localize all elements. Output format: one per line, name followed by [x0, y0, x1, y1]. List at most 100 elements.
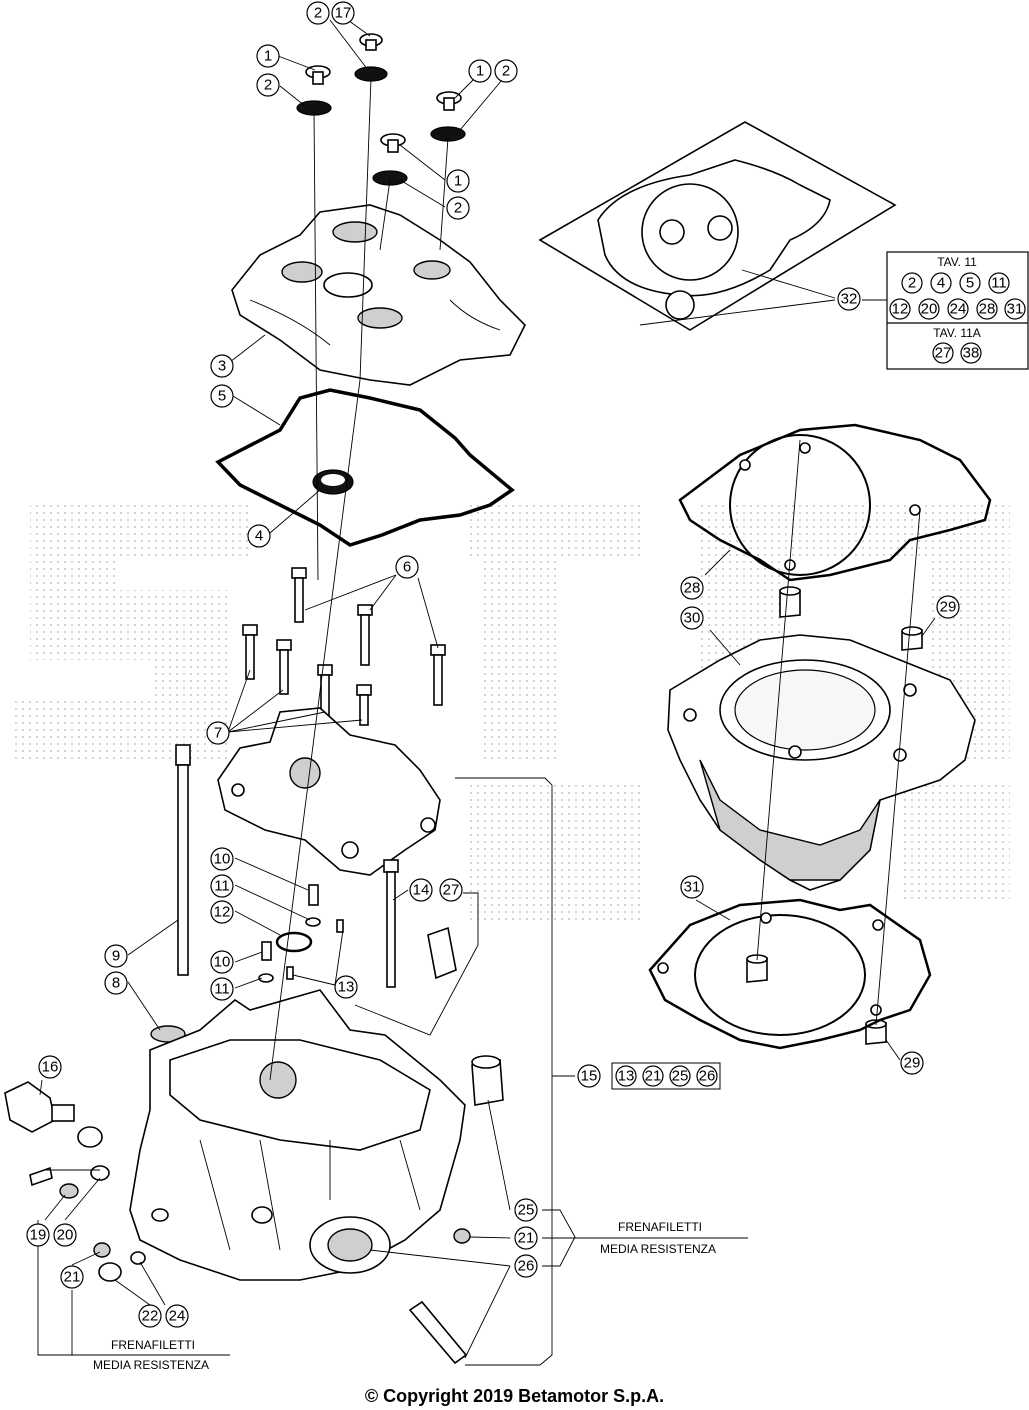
svg-text:28: 28: [684, 580, 701, 597]
svg-text:1: 1: [454, 173, 462, 190]
svg-text:2: 2: [454, 200, 462, 217]
svg-text:21: 21: [64, 1269, 81, 1286]
svg-text:2: 2: [264, 77, 272, 94]
svg-text:2: 2: [908, 275, 916, 292]
callout: 12: [210, 900, 234, 924]
callout: 1: [446, 169, 470, 193]
svg-text:5: 5: [966, 275, 974, 292]
ref-callout: 12: [889, 298, 911, 320]
reference-box-content: TAV. 11 2 4 5 11 12 20 24 28 31 27 38 TA…: [889, 255, 1026, 364]
kit-box: 13 21 25 26: [611, 1062, 721, 1090]
threadlock-notes: FRENAFILETTI MEDIA RESISTENZA FRENAFILET…: [93, 1220, 716, 1372]
callout: 1: [468, 59, 492, 83]
base-gasket: [648, 898, 932, 1050]
svg-text:1: 1: [476, 63, 484, 80]
long-stud: [150, 744, 191, 1043]
camshaft-bridge: [217, 707, 441, 876]
ref-callout: 20: [918, 298, 940, 320]
svg-text:FRENAFILETTI: FRENAFILETTI: [111, 1338, 195, 1352]
gasket-kit-sheet: [538, 121, 897, 331]
svg-text:27: 27: [443, 882, 460, 899]
callout: 21: [60, 1265, 84, 1289]
svg-text:20: 20: [921, 301, 938, 318]
callout: 2: [446, 196, 470, 220]
svg-text:25: 25: [672, 1068, 689, 1085]
callout: 25: [514, 1198, 538, 1222]
callout: 31: [680, 875, 704, 899]
svg-text:4: 4: [255, 528, 263, 545]
head-dowel: [408, 1300, 468, 1365]
callout: 9: [104, 944, 128, 968]
callout: 10: [210, 847, 234, 871]
svg-text:20: 20: [57, 1227, 74, 1244]
callout: 27: [439, 878, 463, 902]
valve-cover: [231, 204, 526, 386]
svg-text:TAV. 11: TAV. 11: [937, 255, 977, 269]
svg-text:26: 26: [518, 1258, 535, 1275]
cam-bolts: [242, 567, 446, 726]
cover-grommets: [296, 33, 466, 186]
kit-callout: 25: [669, 1065, 691, 1087]
svg-text:5: 5: [218, 388, 226, 405]
svg-text:21: 21: [518, 1230, 535, 1247]
svg-text:24: 24: [169, 1308, 186, 1325]
svg-text:1: 1: [264, 48, 272, 65]
svg-text:11: 11: [214, 981, 230, 998]
svg-text:8: 8: [112, 975, 120, 992]
svg-text:27: 27: [935, 345, 952, 362]
ref-callout: 5: [959, 272, 981, 294]
svg-text:FRENAFILETTI: FRENAFILETTI: [618, 1220, 702, 1234]
svg-text:3: 3: [218, 358, 226, 375]
svg-text:MEDIA RESISTENZA: MEDIA RESISTENZA: [600, 1242, 716, 1256]
callout: 15: [577, 1064, 601, 1088]
valve-cover-gasket: [215, 388, 515, 547]
ref-callout: 24: [947, 298, 969, 320]
svg-text:29: 29: [940, 599, 957, 616]
callout: 1: [256, 44, 280, 68]
callout: 16: [38, 1055, 62, 1079]
svg-text:29: 29: [904, 1055, 921, 1072]
svg-text:30: 30: [684, 610, 701, 627]
svg-text:24: 24: [950, 301, 967, 318]
kit-callout: 13: [615, 1065, 637, 1087]
callout: 11: [210, 874, 234, 898]
svg-text:25: 25: [518, 1202, 535, 1219]
callout: 29: [936, 595, 960, 619]
small-fittings: [258, 884, 344, 983]
copyright-notice: © Copyright 2019 Betamotor S.p.A.: [364, 1386, 665, 1406]
svg-text:21: 21: [645, 1068, 662, 1085]
callout: 4: [247, 524, 271, 548]
svg-text:TAV. 11A: TAV. 11A: [933, 326, 981, 340]
svg-text:31: 31: [684, 879, 701, 896]
ref-callout: 27: [932, 342, 954, 364]
callout: 6: [395, 555, 419, 579]
callout: 2: [256, 73, 280, 97]
callout: 11: [210, 977, 234, 1001]
svg-text:11: 11: [214, 878, 230, 895]
svg-text:10: 10: [214, 954, 231, 971]
svg-text:38: 38: [963, 345, 980, 362]
callout: 19: [26, 1223, 50, 1247]
svg-text:14: 14: [413, 882, 430, 899]
cylinder: [667, 634, 976, 891]
callout: 22: [138, 1304, 162, 1328]
callout: 8: [104, 971, 128, 995]
temperature-sensor: [4, 1081, 146, 1282]
callout: 30: [680, 606, 704, 630]
svg-text:7: 7: [214, 725, 222, 742]
callout: 24: [165, 1304, 189, 1328]
ref-callout: 28: [976, 298, 998, 320]
callout: 14: [409, 878, 433, 902]
svg-text:2: 2: [314, 5, 322, 22]
svg-text:26: 26: [699, 1068, 716, 1085]
svg-text:13: 13: [338, 979, 355, 996]
svg-text:6: 6: [403, 559, 411, 576]
callout: 3: [210, 354, 234, 378]
svg-text:12: 12: [214, 904, 231, 921]
svg-text:28: 28: [979, 301, 996, 318]
callout: 17: [331, 1, 355, 25]
callout: 5: [210, 384, 234, 408]
svg-text:15: 15: [581, 1068, 598, 1085]
svg-text:19: 19: [30, 1227, 47, 1244]
